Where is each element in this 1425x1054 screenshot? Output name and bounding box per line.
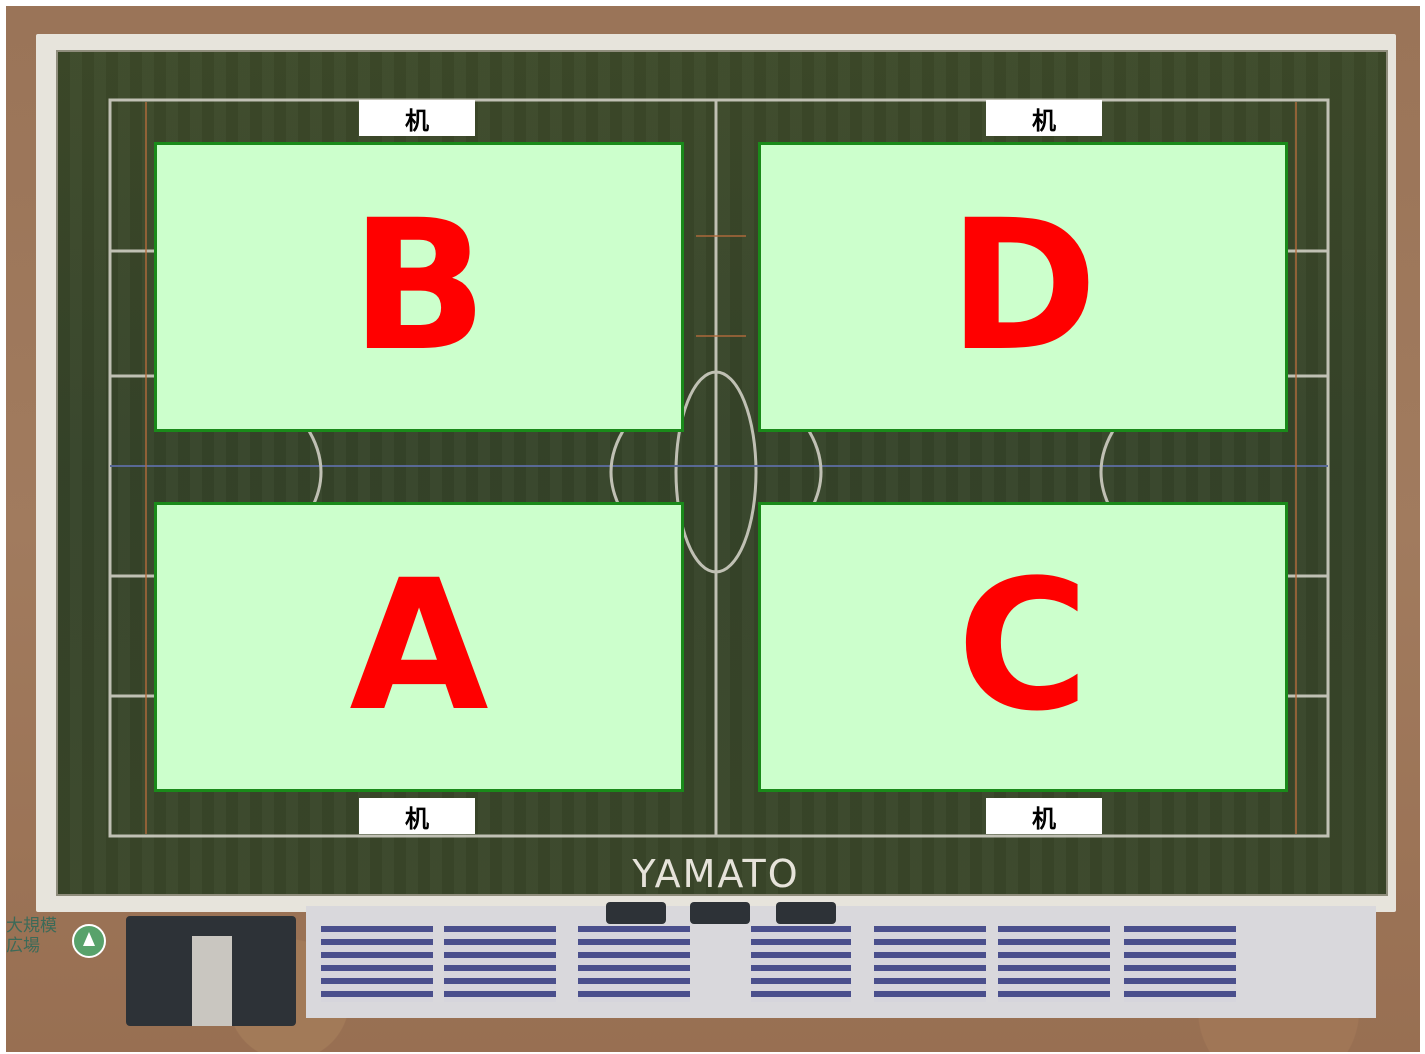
dugout [776,902,836,924]
seating-block [321,926,433,1002]
seating-block [998,926,1110,1002]
clubhouse-roof [192,936,232,1026]
dugout [690,902,750,924]
zone-a: A [154,502,684,792]
desk-label-top-left: 机 [359,100,475,136]
seating-block [444,926,556,1002]
desk-label-bottom-left: 机 [359,798,475,834]
zone-b: B [154,142,684,432]
map-pin-label: 大規模 広場 [6,916,70,956]
desk-label-top-right: 机 [986,100,1102,136]
zone-d: D [758,142,1288,432]
map-pin-icon[interactable] [72,924,106,958]
dugout [606,902,666,924]
seating-block [874,926,986,1002]
seating-block [578,926,690,1002]
seating-block [751,926,851,1002]
seating-block [1124,926,1236,1002]
field-logo-text: YAMATO [604,852,828,896]
desk-label-bottom-right: 机 [986,798,1102,834]
zone-c: C [758,502,1288,792]
